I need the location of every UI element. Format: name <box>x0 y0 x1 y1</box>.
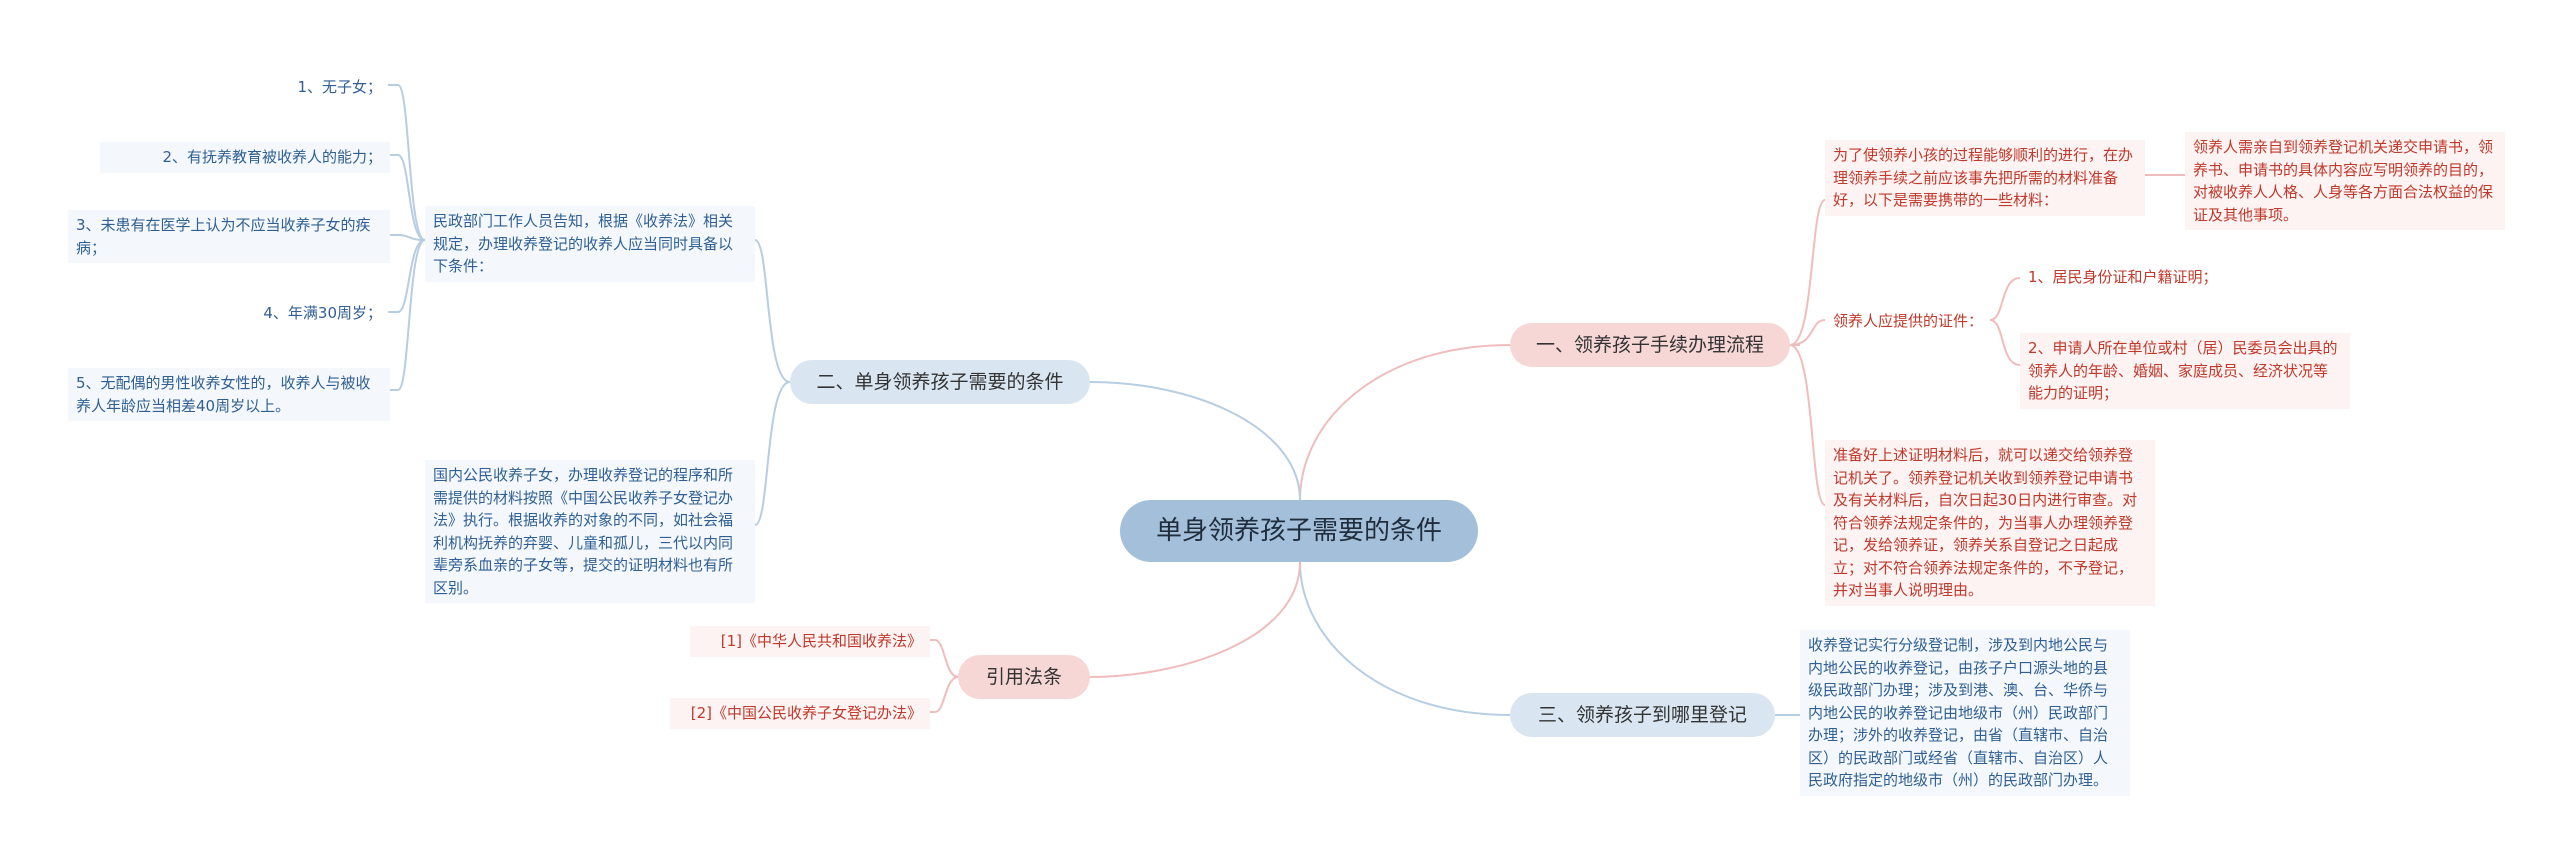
condition-item-1: 1、无子女； <box>297 78 382 96</box>
cited-law-2: [2]《中国公民收养子女登记办法》 <box>670 698 930 729</box>
condition-item-4: 4、年满30周岁； <box>263 304 382 322</box>
domestic-adoption-text: 国内公民收养子女，办理收养登记的程序和所需提供的材料按照《中国公民收养子女登记办… <box>425 460 755 603</box>
condition-item-3: 3、未患有在医学上认为不应当收养子女的疾病； <box>68 210 390 263</box>
condition-item-5: 5、无配偶的男性收养女性的，收养人与被收养人年龄应当相差40周岁以上。 <box>68 368 390 421</box>
cited-law-1: [1]《中华人民共和国收养法》 <box>690 626 930 657</box>
conditions-rule-text: 民政部门工作人员告知，根据《收养法》相关规定，办理收养登记的收养人应当同时具备以… <box>425 206 755 282</box>
branch-single-adoption-conditions[interactable]: 二、单身领养孩子需要的条件 <box>790 360 1090 404</box>
process-intro-detail: 领养人需亲自到领养登记机关递交申请书，领养书、申请书的具体内容应写明领养的目的，… <box>2185 132 2505 230</box>
certificates-label: 领养人应提供的证件： <box>1833 312 1984 330</box>
registration-location-text: 收养登记实行分级登记制，涉及到内地公民与内地公民的收养登记，由孩子户口源头地的县… <box>1800 630 2130 796</box>
branch-registration-location[interactable]: 三、领养孩子到哪里登记 <box>1510 693 1775 737</box>
process-intro-text: 为了使领养小孩的过程能够顺利的进行，在办理领养手续之前应该事先把所需的材料准备好… <box>1825 140 2145 216</box>
condition-item-2: 2、有抚养教育被收养人的能力； <box>100 142 390 173</box>
branch-cited-laws[interactable]: 引用法条 <box>958 655 1090 699</box>
process-description: 准备好上述证明材料后，就可以递交给领养登记机关了。领养登记机关收到领养登记申请书… <box>1825 440 2155 606</box>
certificate-item-1: 1、居民身份证和户籍证明； <box>2028 268 2218 286</box>
certificate-item-2: 2、申请人所在单位或村（居）民委员会出具的领养人的年龄、婚姻、家庭成员、经济状况… <box>2020 333 2350 409</box>
root-topic[interactable]: 单身领养孩子需要的条件 <box>1120 500 1478 562</box>
branch-adoption-process[interactable]: 一、领养孩子手续办理流程 <box>1510 323 1790 367</box>
